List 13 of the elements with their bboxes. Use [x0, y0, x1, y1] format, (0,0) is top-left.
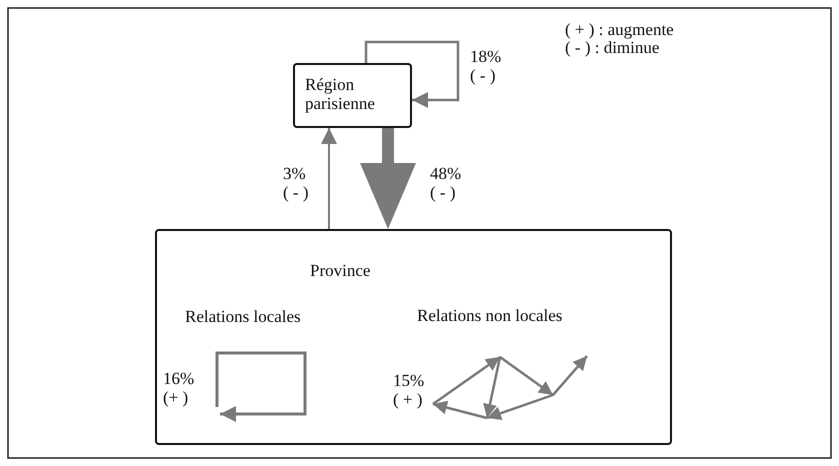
group-heading: Relations locales: [185, 307, 301, 326]
province-box: [155, 229, 672, 445]
arrow: [321, 128, 337, 229]
arrow: [360, 128, 416, 229]
legend-text: ( - ) : diminue: [565, 38, 660, 57]
node-title: Province: [310, 261, 370, 280]
region-box: [293, 63, 412, 128]
node-title: Région parisienne: [305, 75, 376, 113]
arrow: [364, 40, 460, 108]
legend-text: ( + ) : augmente: [565, 20, 674, 39]
percentage-label: 16% (+ ): [163, 369, 194, 407]
percentage-label: 15% ( + ): [393, 371, 424, 409]
group-heading: Relations non locales: [417, 306, 562, 325]
